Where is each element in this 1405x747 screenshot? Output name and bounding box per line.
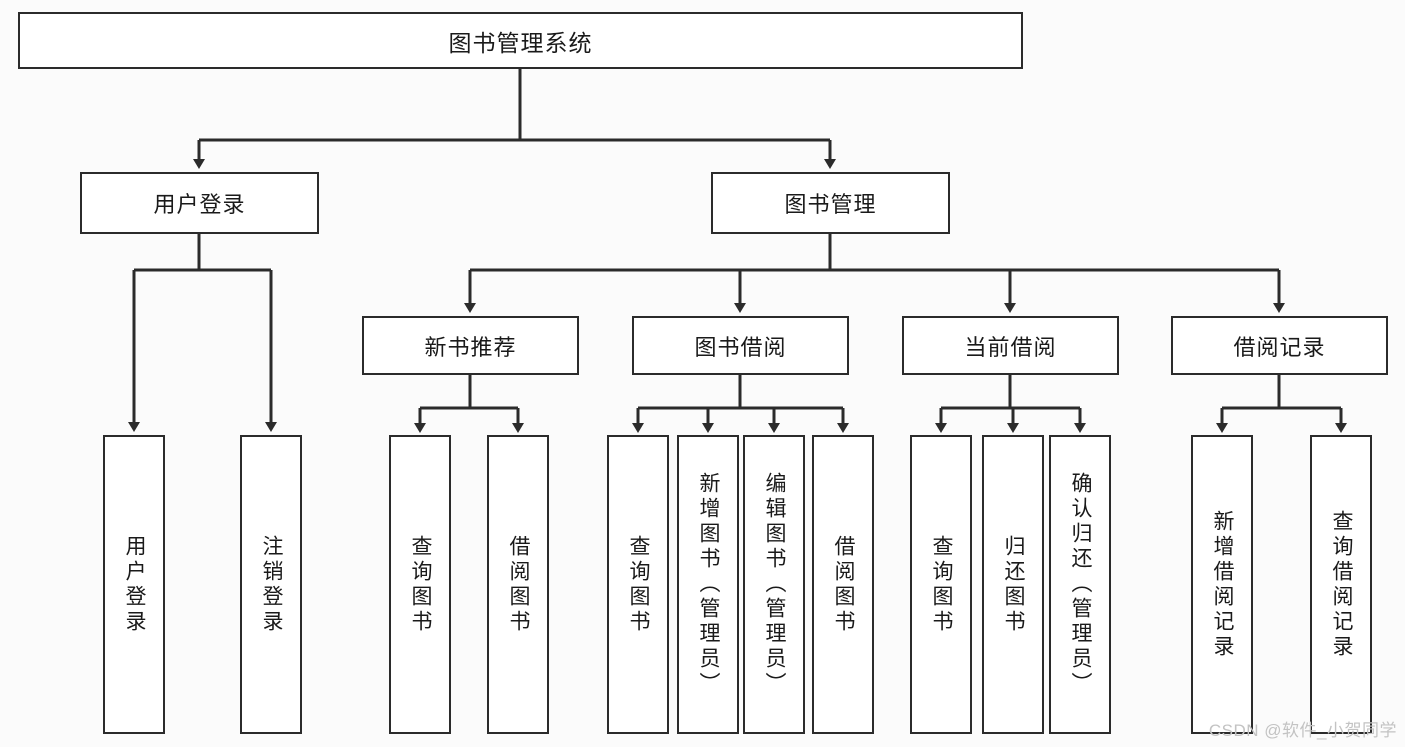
node-leaf-edit-book[interactable]: 编辑图书（管理员） [743, 435, 805, 734]
node-leaf-borrow-book-label: 借阅图书 [832, 534, 856, 635]
node-current-borrow[interactable]: 当前借阅 [902, 316, 1119, 375]
node-user-login-label: 用户登录 [153, 192, 246, 217]
node-leaf-borrow-book[interactable]: 借阅图书 [812, 435, 874, 734]
node-new-book-rec[interactable]: 新书推荐 [362, 316, 579, 375]
node-leaf-query-record-label: 查询借阅记录 [1330, 509, 1354, 660]
node-borrow-record[interactable]: 借阅记录 [1171, 316, 1388, 375]
node-leaf-query-book-cur-label: 查询图书 [930, 534, 954, 635]
node-root-label: 图书管理系统 [448, 29, 593, 56]
node-leaf-query-book-borrow[interactable]: 查询图书 [607, 435, 669, 734]
node-book-manage-label: 图书管理 [784, 192, 877, 217]
node-user-login[interactable]: 用户登录 [80, 172, 319, 234]
node-book-manage[interactable]: 图书管理 [711, 172, 950, 234]
node-leaf-query-book-borrow-label: 查询图书 [627, 534, 651, 635]
node-borrow-record-label: 借阅记录 [1233, 334, 1326, 360]
node-leaf-user-login[interactable]: 用户登录 [103, 435, 165, 734]
node-book-borrow-label: 图书借阅 [694, 334, 787, 360]
node-book-borrow[interactable]: 图书借阅 [632, 316, 849, 375]
node-leaf-query-book-rec[interactable]: 查询图书 [389, 435, 451, 734]
node-leaf-borrow-book-rec-label: 借阅图书 [507, 534, 531, 635]
node-leaf-user-logout[interactable]: 注销登录 [240, 435, 302, 734]
node-leaf-add-record[interactable]: 新增借阅记录 [1191, 435, 1253, 734]
node-leaf-user-logout-label: 注销登录 [260, 534, 284, 635]
node-leaf-user-login-label: 用户登录 [123, 534, 147, 635]
node-leaf-return-book[interactable]: 归还图书 [982, 435, 1044, 734]
node-leaf-add-book-label: 新增图书（管理员） [697, 472, 721, 697]
node-root[interactable]: 图书管理系统 [18, 12, 1023, 69]
node-leaf-borrow-book-rec[interactable]: 借阅图书 [487, 435, 549, 734]
node-leaf-edit-book-label: 编辑图书（管理员） [763, 472, 787, 697]
node-leaf-query-book-cur[interactable]: 查询图书 [910, 435, 972, 734]
node-leaf-query-book-rec-label: 查询图书 [409, 534, 433, 635]
node-current-borrow-label: 当前借阅 [964, 334, 1057, 360]
node-leaf-query-record[interactable]: 查询借阅记录 [1310, 435, 1372, 734]
node-leaf-confirm-return[interactable]: 确认归还（管理员） [1049, 435, 1111, 734]
node-leaf-add-book[interactable]: 新增图书（管理员） [677, 435, 739, 734]
node-leaf-add-record-label: 新增借阅记录 [1211, 509, 1235, 660]
node-new-book-rec-label: 新书推荐 [424, 334, 517, 360]
node-leaf-confirm-return-label: 确认归还（管理员） [1069, 472, 1093, 697]
node-leaf-return-book-label: 归还图书 [1002, 534, 1026, 635]
